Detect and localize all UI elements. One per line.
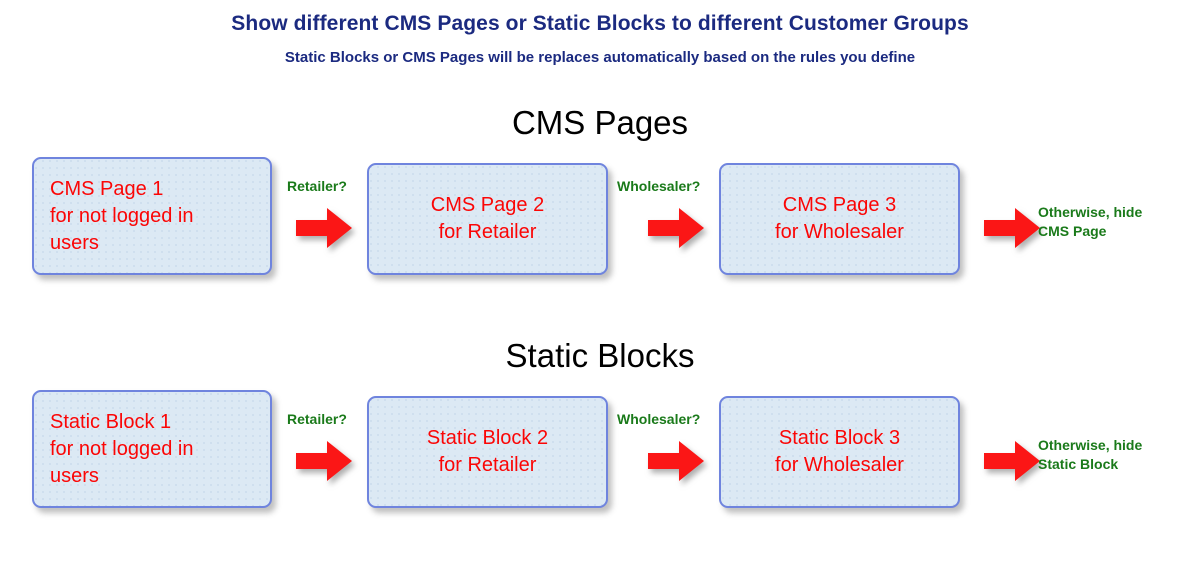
flow-node-cms-page-2[interactable]: CMS Page 2 for Retailer	[367, 163, 608, 275]
condition-label-retailer: Retailer?	[287, 178, 347, 194]
right-arrow-icon	[296, 207, 352, 249]
right-arrow-icon	[296, 440, 352, 482]
flow-node-label: CMS Page 3 for Wholesaler	[775, 194, 904, 243]
right-arrow-icon	[648, 440, 704, 482]
flow-node-label: Static Block 2 for Retailer	[426, 427, 549, 476]
page-subtitle: Static Blocks or CMS Pages will be repla…	[284, 49, 916, 66]
flow-row-static-blocks: Static Block 1 for not logged in users R…	[0, 390, 1200, 520]
flow-node-static-block-2[interactable]: Static Block 2 for Retailer	[367, 396, 608, 508]
condition-label-retailer: Retailer?	[287, 411, 347, 427]
condition-label-wholesaler: Wholesaler?	[617, 178, 701, 194]
fallback-note-cms-page: Otherwise, hide CMS Page	[1038, 204, 1143, 239]
page-title: Show different CMS Pages or Static Block…	[231, 12, 969, 35]
fallback-note-static-block: Otherwise, hide Static Block	[1038, 437, 1143, 472]
flow-node-static-block-1[interactable]: Static Block 1 for not logged in users	[32, 390, 272, 508]
flow-node-cms-page-3[interactable]: CMS Page 3 for Wholesaler	[719, 163, 960, 275]
flow-node-static-block-3[interactable]: Static Block 3 for Wholesaler	[719, 396, 960, 508]
flow-node-label: Static Block 1 for not logged in users	[50, 410, 194, 487]
right-arrow-icon	[648, 207, 704, 249]
right-arrow-icon	[984, 207, 1040, 249]
condition-label-wholesaler: Wholesaler?	[617, 411, 701, 427]
section-heading-static-blocks: Static Blocks	[505, 337, 695, 374]
flow-node-label: Static Block 3 for Wholesaler	[775, 427, 904, 476]
section-heading-cms-pages: CMS Pages	[511, 104, 689, 141]
flow-node-label: CMS Page 2 for Retailer	[430, 194, 545, 243]
flow-node-label: CMS Page 1 for not logged in users	[50, 177, 194, 254]
flow-row-cms-pages: CMS Page 1 for not logged in users Retai…	[0, 157, 1200, 287]
flow-node-cms-page-1[interactable]: CMS Page 1 for not logged in users	[32, 157, 272, 275]
right-arrow-icon	[984, 440, 1040, 482]
diagram-header: Show different CMS Pages or Static Block…	[0, 10, 1200, 69]
